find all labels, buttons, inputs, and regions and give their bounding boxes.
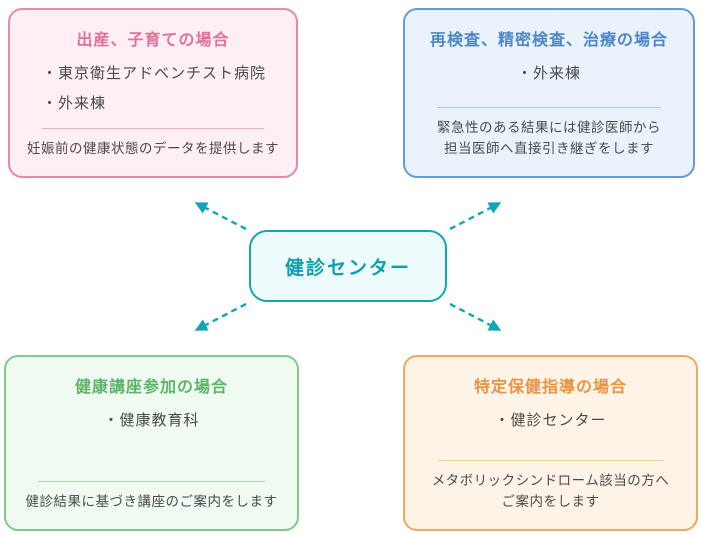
box-description: 健診結果に基づき講座のご案内をします [25, 494, 278, 510]
box-title: 健康講座参加の場合 [74, 379, 228, 396]
list-item: ・東京衛生アドベンチスト病院 [42, 65, 267, 82]
center-node-checkup-center: 健診センター [249, 230, 447, 302]
info-box-childbirth-childcare: 出産、子育ての場合 ・東京衛生アドベンチスト病院 ・外来棟 妊娠前の健康状態のデ… [8, 8, 298, 178]
info-box-reexamination-treatment: 再検査、精密検査、治療の場合 ・外来棟 緊急性のある結果には健診医師から 担当医… [403, 8, 695, 178]
center-node-label: 健診センター [284, 257, 411, 279]
spacer [419, 83, 679, 107]
arrow-to-bottom-right [449, 302, 502, 331]
box-title: 再検査、精密検査、治療の場合 [429, 32, 668, 49]
list-item: ・外来棟 [516, 65, 581, 82]
divider [38, 481, 265, 483]
info-box-specific-health-guidance: 特定保健指導の場合 ・健診センター メタボリックシンドローム該当の方へ ご案内を… [403, 355, 698, 531]
spacer [24, 113, 282, 128]
box-description: 妊娠前の健康状態のデータを提供します [27, 141, 279, 157]
box-description: メタボリックシンドローム該当の方へ ご案内をします [431, 473, 670, 510]
arrow-to-top-left [194, 202, 247, 231]
box-title: 特定保健指導の場合 [473, 379, 627, 396]
list-item: ・健康教育科 [103, 412, 200, 429]
divider [437, 107, 661, 109]
spacer [20, 430, 283, 481]
box-item-list: ・東京衛生アドベンチスト病院 ・外来棟 [24, 62, 282, 113]
spacer [419, 430, 682, 460]
list-item: ・外来棟 [42, 95, 107, 112]
divider [42, 128, 264, 130]
list-item: ・健診センター [494, 412, 607, 429]
box-item-list: ・外来棟 [419, 62, 679, 83]
box-item-list: ・健診センター [419, 409, 682, 430]
arrow-to-top-right [449, 202, 502, 231]
box-title: 出産、子育ての場合 [76, 32, 230, 49]
divider [437, 460, 664, 462]
arrow-to-bottom-left [194, 302, 247, 331]
info-box-health-lecture: 健康講座参加の場合 ・健康教育科 健診結果に基づき講座のご案内をします [4, 355, 299, 531]
box-description: 緊急性のある結果には健診医師から 担当医師へ直接引き継ぎをします [437, 120, 661, 157]
box-item-list: ・健康教育科 [20, 409, 283, 430]
